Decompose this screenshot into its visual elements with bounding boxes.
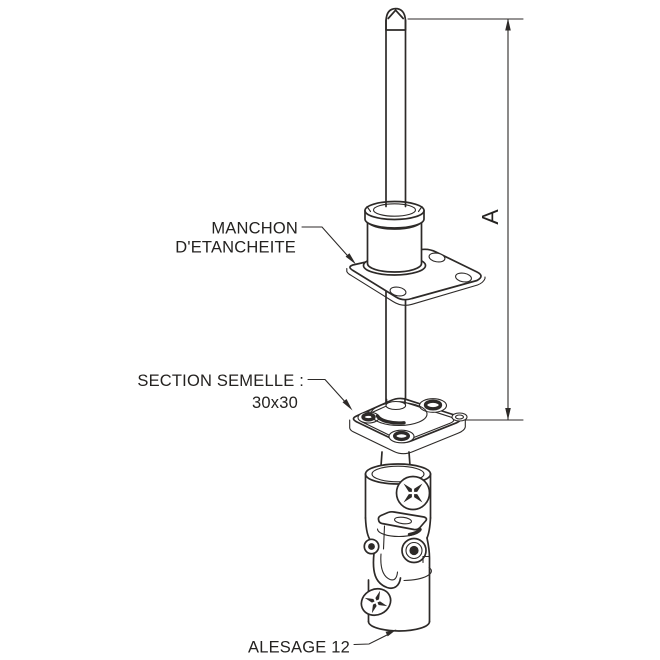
sleeve-notch-left <box>366 205 372 213</box>
yoke-outer <box>372 552 402 589</box>
sleeve-notch-right <box>417 205 423 213</box>
lower-body-right-edge <box>426 537 431 623</box>
arrowhead-down-icon <box>505 408 511 420</box>
callout-alesage: ALESAGE 12 <box>248 629 397 657</box>
flange-shaft-collar <box>385 400 407 411</box>
flange-hole-top-right <box>423 399 443 411</box>
label-manchon-line1: MANCHON <box>211 220 298 238</box>
leader-manchon <box>301 226 352 260</box>
leader-manchon-arrowhead-icon <box>345 253 356 265</box>
label-manchon-line2: D'ETANCHEITE <box>175 239 296 257</box>
fork-arm-inner-left <box>382 525 386 550</box>
label-semelle-line2: 30x30 <box>252 394 298 412</box>
flange-boss-far-right <box>451 412 468 422</box>
pin-right-ring <box>405 541 423 560</box>
yoke-inner <box>380 553 399 581</box>
part-hex-shaft <box>385 7 407 206</box>
lower-body-bottom-arc <box>367 620 431 632</box>
shaft-top-facets <box>387 9 405 20</box>
lower-body-top-arc <box>403 566 432 582</box>
part-universal-joint-fork <box>363 510 432 589</box>
label-semelle-line1: SECTION SEMELLE : <box>137 372 304 390</box>
fork-tab-slot <box>394 516 412 525</box>
plate-hole-right <box>455 272 472 283</box>
fork-collar-shadow <box>407 527 422 537</box>
fork-left-silhouette <box>364 517 372 542</box>
plate-thickness-edge <box>346 267 486 306</box>
pin-right-center <box>409 545 419 556</box>
flange-side-wall <box>349 419 466 455</box>
shaft-top-dome <box>385 7 407 31</box>
label-alesage: ALESAGE 12 <box>248 639 350 657</box>
arrowhead-up-icon <box>505 18 511 31</box>
phillips-screw-upper <box>395 475 431 511</box>
leader-alesage <box>353 633 390 646</box>
leader-semelle <box>307 378 349 406</box>
dimension-a: A <box>407 18 524 421</box>
callout-manchon: MANCHON D'ETANCHEITE <box>175 220 356 265</box>
joint-body-top-inner <box>371 465 425 483</box>
phillips-screw-lower <box>360 587 392 617</box>
part-sealing-sleeve <box>362 200 427 276</box>
part-base-flange-semelle <box>349 397 468 455</box>
callout-semelle: SECTION SEMELLE : 30x30 <box>137 372 353 412</box>
flange-hole-bottom <box>393 430 411 442</box>
plate-hole-bottom <box>389 286 407 297</box>
fork-right-silhouette <box>426 517 432 539</box>
leader-alesage-arrowhead-icon <box>385 629 397 637</box>
screw-slot-v <box>371 594 381 610</box>
flange-hub-shadow-arc <box>375 414 406 425</box>
flange-hole-far-right <box>454 414 465 420</box>
pin-left-center <box>368 543 375 550</box>
sleeve-top-opening <box>372 203 417 217</box>
part-upper-joint-body <box>364 451 432 519</box>
part-lower-joint-body <box>360 537 432 632</box>
fork-top-tab <box>377 510 428 531</box>
plate-hole-top <box>428 252 446 263</box>
leader-semelle-arrowhead-icon <box>342 399 353 411</box>
dimension-a-label: A <box>477 209 503 225</box>
flange-hole-left <box>361 412 376 422</box>
